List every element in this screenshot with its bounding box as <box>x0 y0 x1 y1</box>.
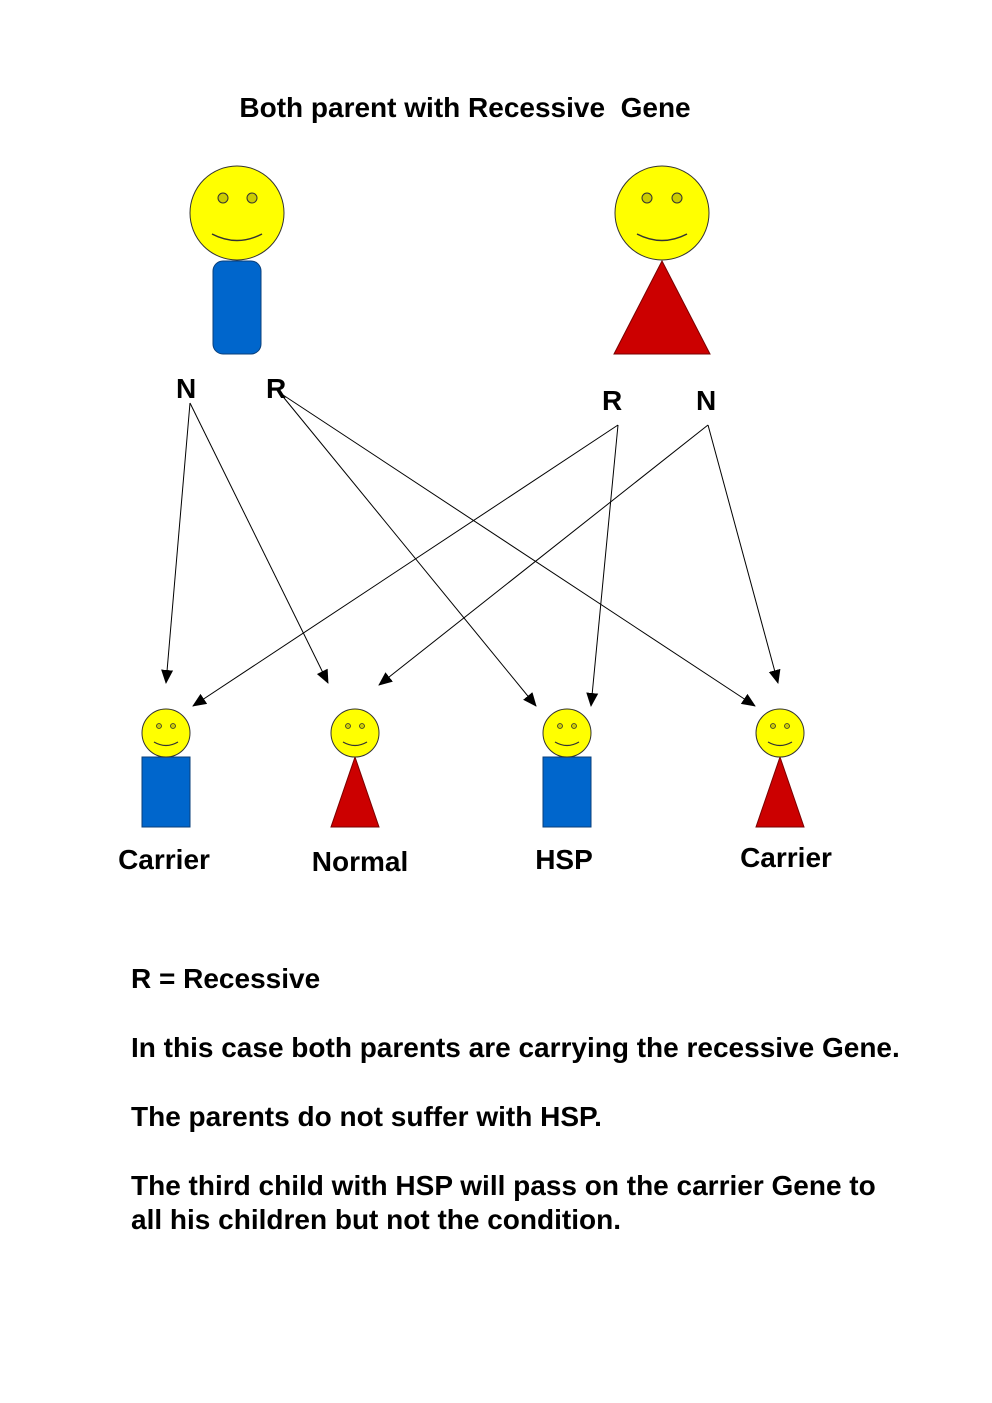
explanation-notes: R = Recessive In this case both parents … <box>131 962 911 1272</box>
mother-body <box>613 259 711 355</box>
child-4-label: Carrier <box>740 842 832 873</box>
note-third-child: The third child with HSP will pass on th… <box>131 1170 876 1235</box>
father-face-icon <box>189 165 285 261</box>
child-1-label: Carrier <box>118 844 210 875</box>
child-4-body <box>755 755 805 828</box>
child-3-label: HSP <box>535 844 593 875</box>
arrow-mother-n-child2 <box>378 424 709 686</box>
father-figure <box>189 165 285 355</box>
child-3-figure <box>542 708 592 828</box>
arrow-father-n-child2 <box>189 402 329 684</box>
mother-figure <box>613 165 711 355</box>
child-1-face-icon <box>141 708 191 758</box>
child-4-figure <box>755 708 805 828</box>
arrow-mother-r-child1 <box>192 424 619 707</box>
note-both-parents-carry: In this case both parents are carrying t… <box>131 1032 900 1063</box>
child-1-body <box>141 756 191 828</box>
mother-allele-n: N <box>696 385 717 416</box>
inheritance-arrows <box>161 392 781 707</box>
arrow-father-n-child1 <box>161 402 191 684</box>
arrow-father-r-child3 <box>279 392 537 707</box>
mother-allele-r: R <box>602 385 623 416</box>
mother-face-icon <box>614 165 710 261</box>
father-allele-r: R <box>266 373 287 404</box>
father-allele-n: N <box>176 373 197 404</box>
child-2-face-icon <box>330 708 380 758</box>
arrow-father-r-child4 <box>279 392 756 707</box>
diagram-title: Both parent with Recessive Gene <box>239 92 691 123</box>
child-2-label: Normal <box>311 846 409 877</box>
child-2-figure <box>330 708 380 828</box>
child-2-body <box>330 755 380 828</box>
father-body <box>212 260 262 355</box>
child-1-figure <box>141 708 191 828</box>
child-3-face-icon <box>542 708 592 758</box>
note-parents-unaffected: The parents do not suffer with HSP. <box>131 1101 602 1132</box>
arrow-mother-n-child4 <box>707 424 781 684</box>
child-3-body <box>542 756 592 828</box>
arrow-mother-r-child3 <box>586 424 619 707</box>
legend-text: R = Recessive <box>131 963 321 994</box>
child-4-face-icon <box>755 708 805 758</box>
